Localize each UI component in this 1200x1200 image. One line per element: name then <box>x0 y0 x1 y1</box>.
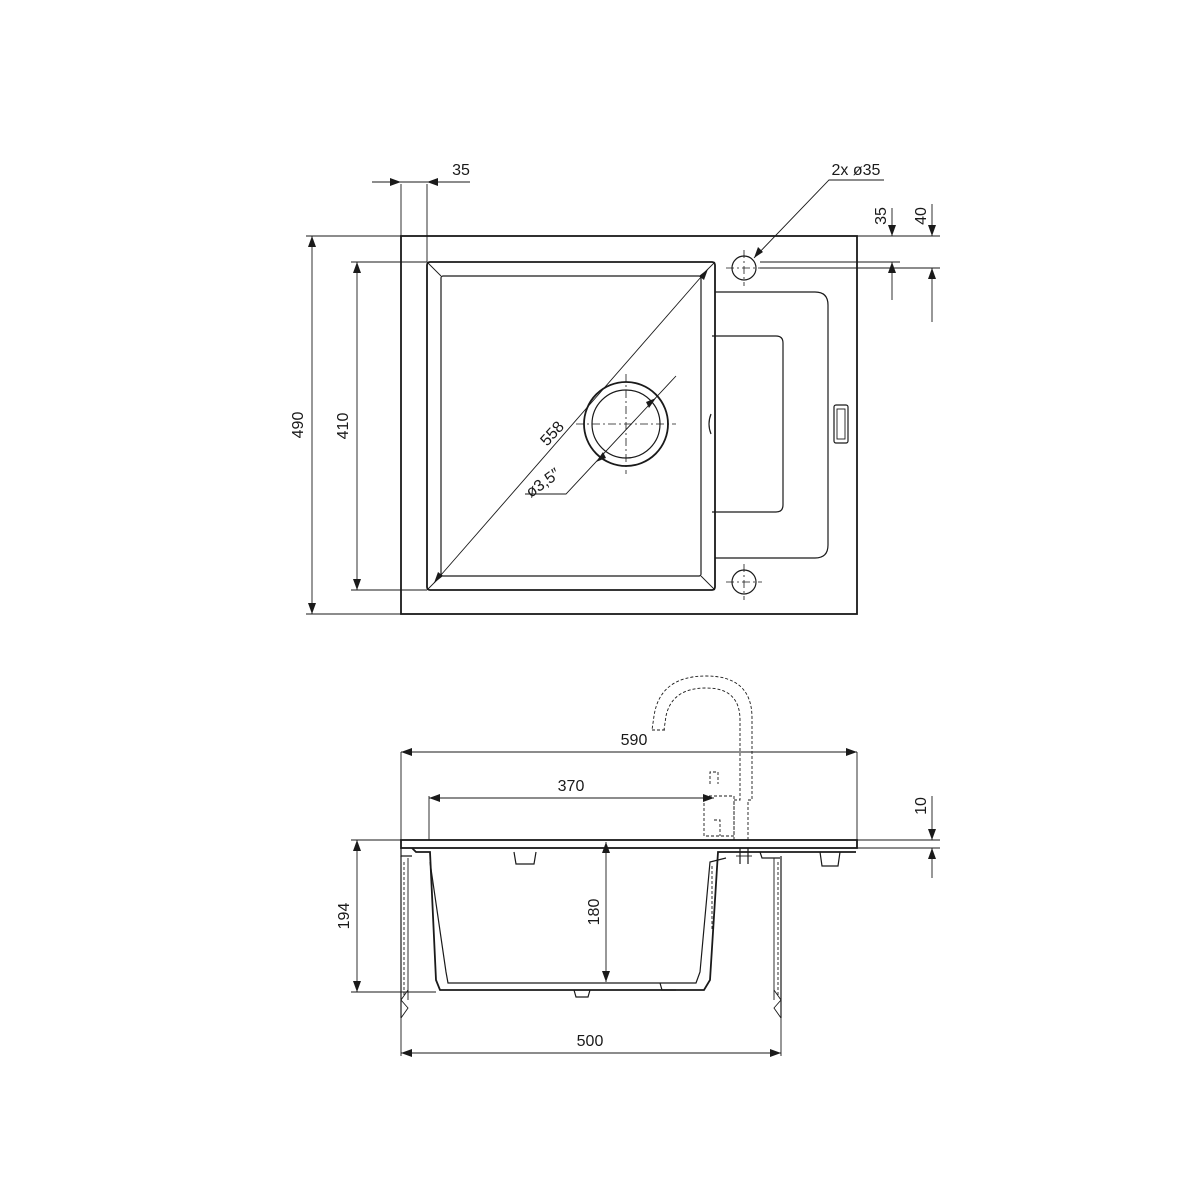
dim-hole-offset-b: 40 <box>913 207 930 225</box>
dim-cabinet-width: 500 <box>577 1033 604 1050</box>
bowl-outline <box>426 261 716 591</box>
dim-overall-width: 590 <box>621 732 648 749</box>
cabinet-wall-right <box>773 856 782 1019</box>
dim-overall-depth: 490 <box>290 412 307 439</box>
dim-edge-offset: 35 <box>452 162 470 179</box>
dim-overall-height: 194 <box>336 903 353 930</box>
section-view: 590 370 10 194 180 500 <box>336 675 940 1057</box>
drainboard-outline <box>715 291 829 559</box>
overflow-slot <box>833 404 849 444</box>
dim-tap-holes: 2x ø35 <box>832 162 881 179</box>
dim-bowl-depth: 410 <box>335 413 352 440</box>
dim-diagonal: 558 <box>537 418 568 449</box>
dim-hole-offset-a: 35 <box>873 207 890 225</box>
dim-bowl-height: 180 <box>586 899 603 926</box>
cabinet-wall-left <box>400 856 409 1019</box>
dim-drain: ø3,5″ <box>523 465 564 501</box>
dim-bowl-width: 370 <box>558 778 585 795</box>
sink-outline <box>400 235 858 615</box>
faucet-outline <box>651 675 753 864</box>
worktop <box>400 839 858 849</box>
bowl-section <box>411 847 856 991</box>
bowl-inner <box>440 275 702 577</box>
top-view: 558 ø3,5″ 2x ø35 35 490 410 <box>290 162 940 615</box>
dim-rim-thickness: 10 <box>913 797 930 815</box>
drainboard-recess <box>712 335 784 513</box>
